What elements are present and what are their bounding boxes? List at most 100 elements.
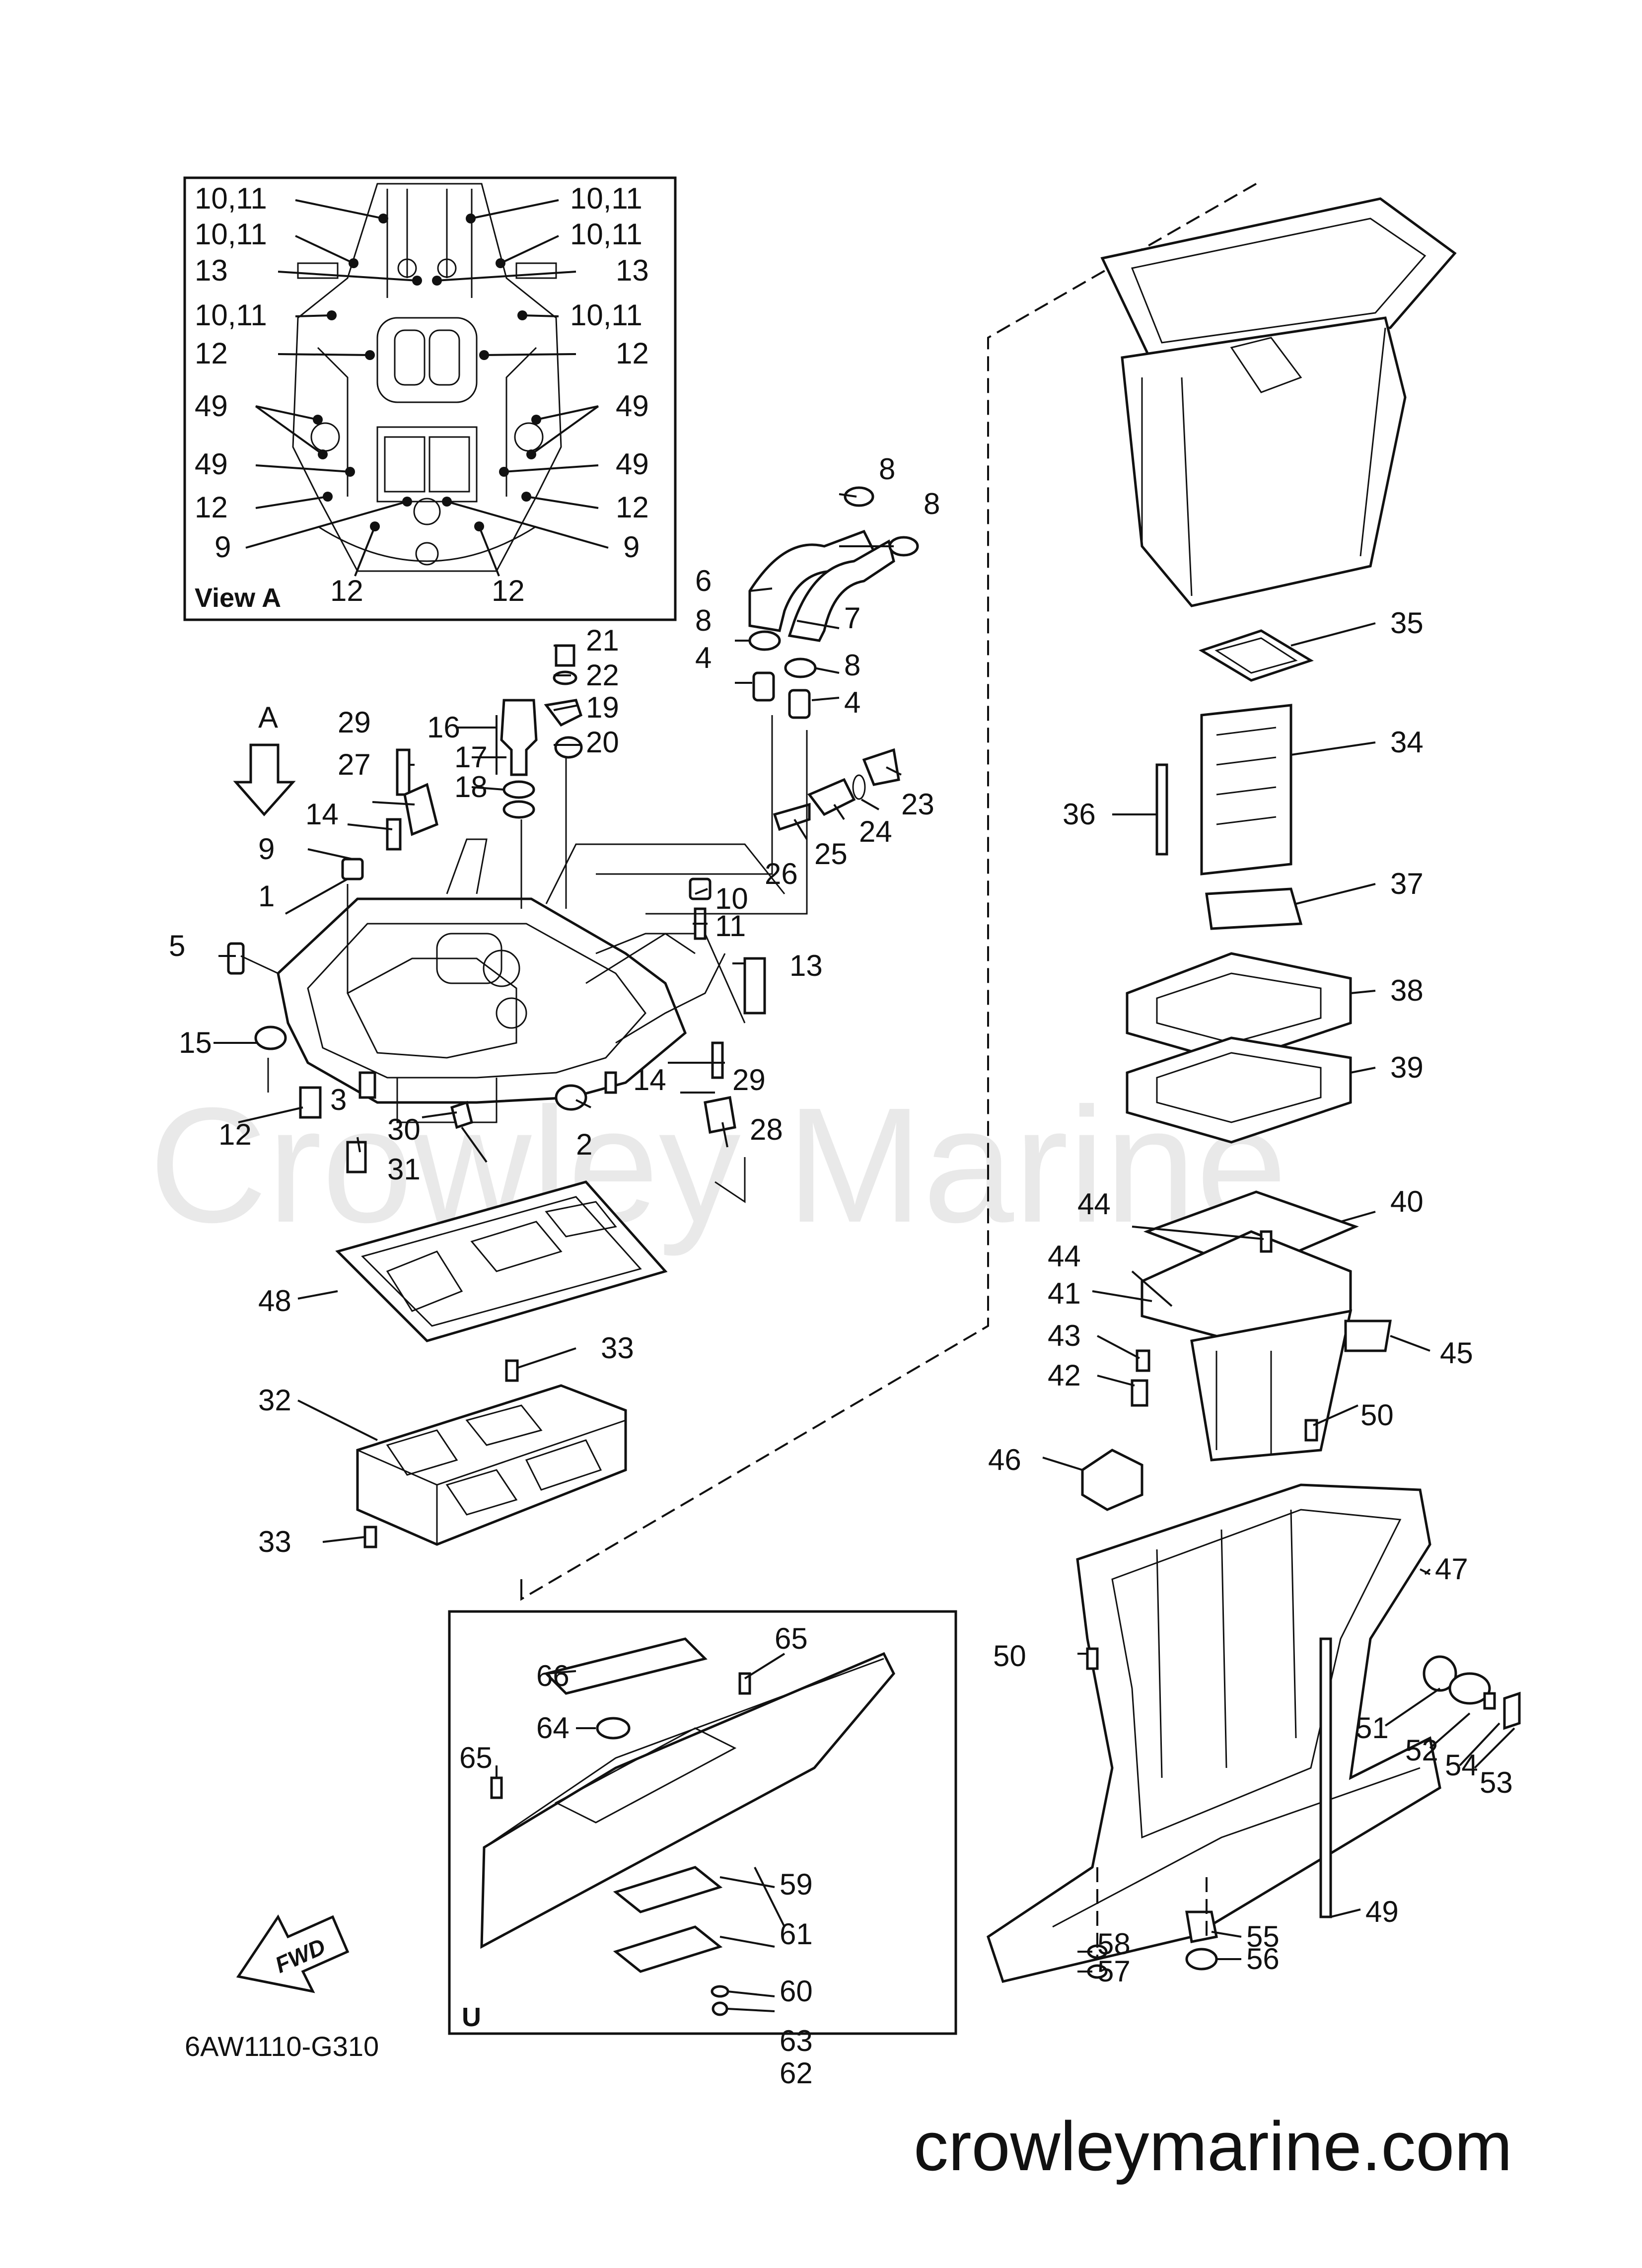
callout-8: 8 [695,604,712,637]
callout-34: 34 [1390,726,1424,759]
u-inset-marker: U [462,2002,481,2032]
callout-45: 45 [1440,1336,1473,1370]
callout-22: 22 [586,658,619,692]
view-a-label-12: 12 [616,491,649,524]
footer-url[interactable]: crowleymarine.com [914,2107,1512,2185]
callout-15: 15 [179,1026,212,1059]
callout-63: 63 [780,2024,813,2057]
callout-56: 56 [1246,1942,1280,1975]
view-a-label-12: 12 [492,574,525,607]
callout-31: 31 [387,1153,421,1186]
callout-8: 8 [844,649,860,682]
callout-49: 49 [1365,1895,1399,1928]
callout-60: 60 [780,1975,813,2008]
callout-8: 8 [924,487,940,520]
callout-32: 32 [258,1384,291,1417]
callout-24: 24 [859,815,892,848]
callout-25: 25 [814,837,848,871]
callout-62: 62 [780,2056,813,2090]
callout-17: 17 [454,740,488,774]
callout-50: 50 [993,1639,1026,1673]
callout-59: 59 [780,1868,813,1901]
callout-7: 7 [844,601,860,635]
callout-42: 42 [1048,1359,1081,1392]
upper-casing-assembly: 35 34 36 37 38 39 40 44 44 41 43 42 45 5… [988,197,1473,1511]
callout-1: 1 [258,879,275,913]
callout-57: 57 [1097,1955,1131,1988]
view-a-label-10-11: 10,11 [570,182,643,215]
callout-50: 50 [1360,1398,1394,1432]
view-a-label-10-11: 10,11 [195,298,267,332]
view-a-label-12: 12 [330,574,363,607]
callout-19: 19 [586,691,619,724]
view-a-engine-top [292,183,562,572]
callout-36: 36 [1063,798,1096,831]
u-inset: 66 65 64 65 59 61 60 63 62 U [448,1610,957,2090]
callout-29: 29 [732,1063,766,1097]
callout-4: 4 [695,641,712,674]
view-a-label-10-11: 10,11 [195,218,267,251]
view-a-label-9: 9 [214,530,231,564]
gasket-and-plate: 48 33 32 33 [258,1180,668,1558]
callout-44: 44 [1048,1240,1081,1273]
view-a-label-13: 13 [195,254,228,287]
callout-18: 18 [454,770,488,804]
callout-4: 4 [844,686,860,719]
view-a-label-13: 13 [616,254,649,287]
drive-shaft-housing: 47 50 51 52 54 53 49 55 56 58 57 [987,1483,1521,1988]
callout-23: 23 [901,788,934,821]
callout-2: 2 [576,1128,592,1161]
callout-54: 54 [1445,1749,1478,1782]
callout-28: 28 [750,1113,783,1146]
callout-12: 12 [218,1118,252,1151]
callout-33: 33 [258,1525,291,1558]
callout-65: 65 [775,1622,808,1655]
view-a-label-10-11: 10,11 [570,218,643,251]
view-a-inset: 10,11 10,11 10,11 10,11 13 13 10,11 10,1… [183,176,677,621]
callout-48: 48 [258,1284,291,1317]
exhaust-guide-assembly: A [169,452,940,1203]
callout-14: 14 [305,798,339,831]
callout-16: 16 [427,711,460,744]
callout-13: 13 [789,949,823,982]
callout-40: 40 [1390,1185,1424,1218]
view-a-label-12: 12 [616,337,649,370]
callout-10: 10 [715,882,748,915]
callout-29: 29 [338,706,371,739]
view-a-label-49: 49 [195,447,228,481]
callout-26: 26 [765,857,798,890]
callout-6: 6 [695,564,712,597]
view-a-label-49: 49 [616,447,649,481]
callout-11: 11 [715,909,746,943]
callout-35: 35 [1390,606,1424,640]
callout-21: 21 [586,624,619,657]
callout-51: 51 [1356,1711,1389,1745]
callout-30: 30 [387,1113,421,1146]
view-a-label-49: 49 [195,389,228,423]
callout-47: 47 [1435,1552,1468,1586]
callout-39: 39 [1390,1051,1424,1084]
callout-3: 3 [330,1083,347,1116]
assembly-boundary-dashed [520,183,1257,1601]
callout-9: 9 [258,832,275,866]
callout-55: 55 [1246,1920,1280,1953]
view-a-label-10-11: 10,11 [570,298,643,332]
callout-43: 43 [1048,1319,1081,1352]
diagram-code: 6AW1110-G310 [185,2031,379,2062]
callout-61: 61 [780,1917,813,1951]
callout-53: 53 [1480,1766,1513,1799]
callout-27: 27 [338,748,371,781]
callout-5: 5 [169,929,185,962]
callout-66: 66 [536,1659,570,1692]
callout-44: 44 [1077,1187,1111,1221]
callout-52: 52 [1405,1734,1438,1767]
callout-46: 46 [988,1443,1021,1476]
callout-64: 64 [536,1711,570,1745]
view-a-label-49: 49 [616,389,649,423]
callout-8: 8 [879,452,895,486]
view-a-marker: A [258,701,278,734]
callout-20: 20 [586,726,619,759]
view-a-label-9: 9 [623,530,640,564]
callout-41: 41 [1048,1277,1081,1310]
callout-58: 58 [1097,1927,1131,1961]
